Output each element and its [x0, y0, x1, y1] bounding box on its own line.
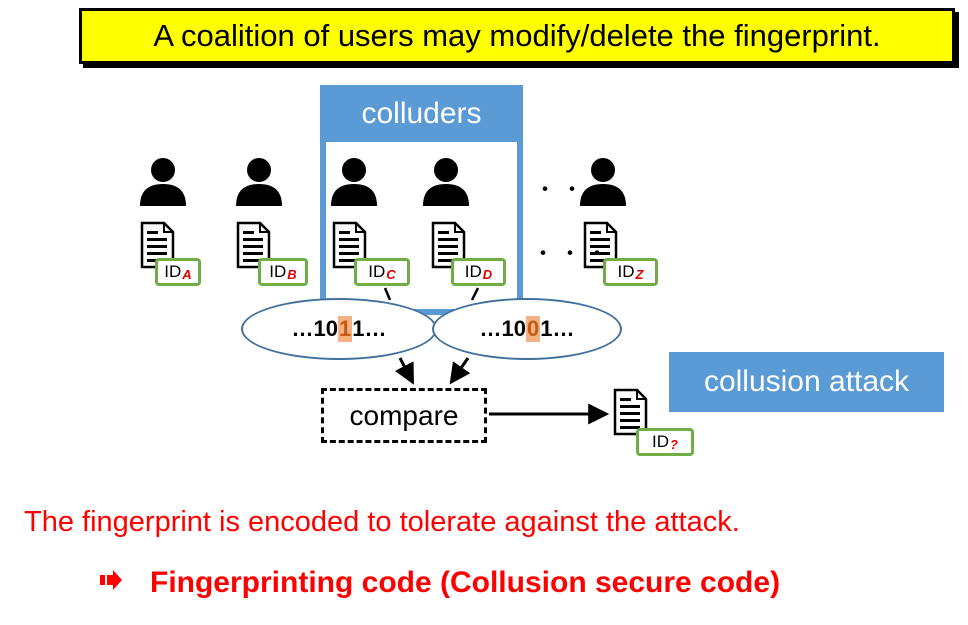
arrow-line: [470, 287, 480, 301]
title-text: A coalition of users may modify/delete t…: [153, 18, 881, 53]
user-icon: [423, 158, 469, 206]
arrow-down-left: [394, 357, 414, 385]
user-icon: [140, 158, 186, 206]
title-banner: A coalition of users may modify/delete t…: [79, 8, 955, 64]
conclusion-text: The fingerprint is encoded to tolerate a…: [24, 506, 740, 538]
colluders-label: colluders: [320, 85, 523, 142]
compare-box: compare: [321, 388, 487, 443]
user-icon: [331, 158, 377, 206]
right-arrow-icon: [100, 570, 122, 590]
arrow-down-right: [449, 357, 471, 385]
collusion-attack-label: collusion attack: [669, 352, 944, 412]
code-name-text: Fingerprinting code (Collusion secure co…: [150, 566, 781, 599]
ellipsis-users: ・・・: [534, 177, 616, 202]
ellipsis-docs: ・・・: [532, 241, 614, 266]
id-tag-result: ID?: [636, 428, 694, 456]
user-icon: [236, 158, 282, 206]
arrow-line: [383, 287, 392, 301]
